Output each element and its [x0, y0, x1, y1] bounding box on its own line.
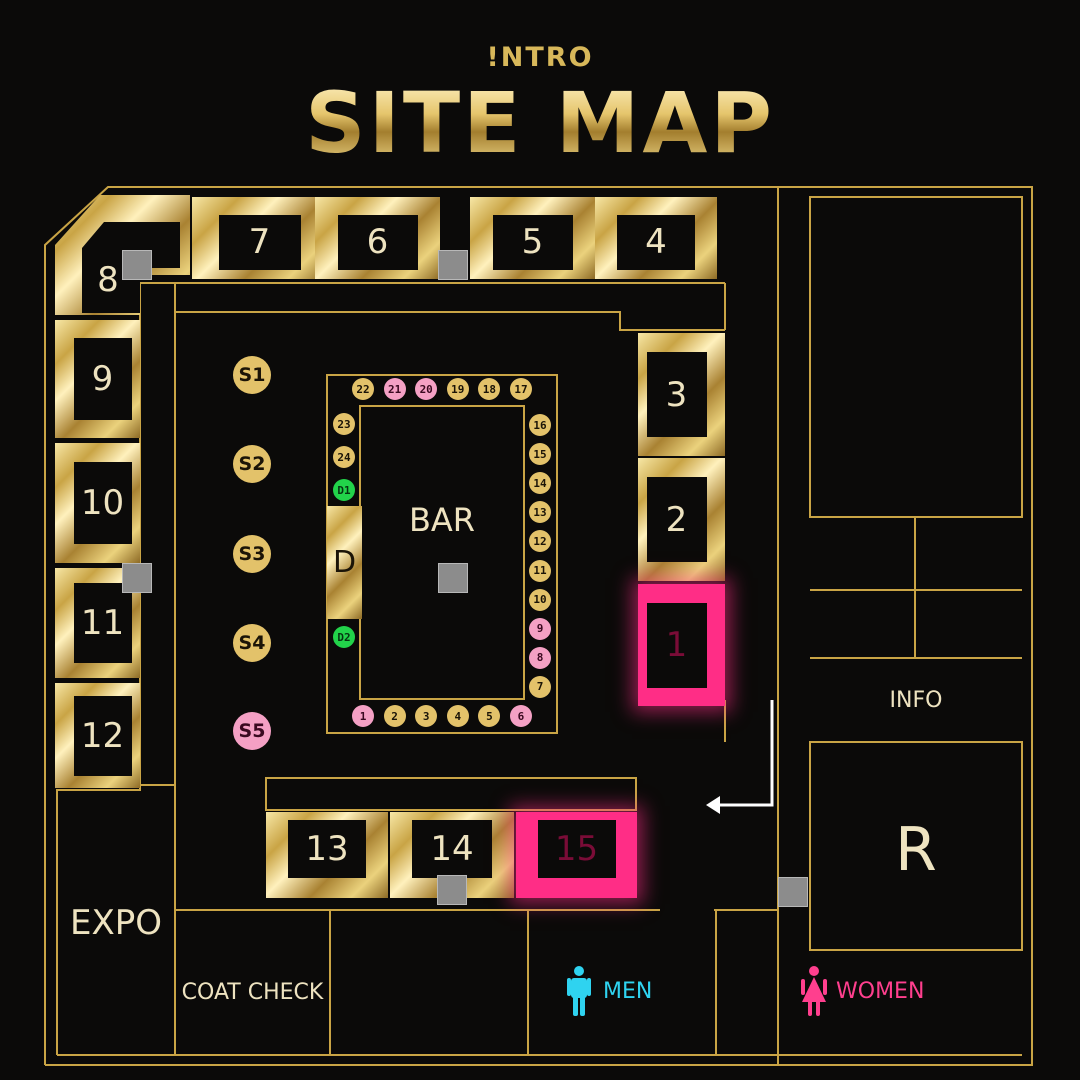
- room-12-label: 12: [73, 695, 132, 776]
- bar-seat-4[interactable]: 4: [446, 705, 469, 727]
- bar-seat-d1[interactable]: D1: [333, 479, 355, 501]
- bar-seat-16[interactable]: 16: [529, 414, 551, 436]
- bar-seat-21[interactable]: 21: [383, 378, 406, 400]
- page-title: SITE MAP: [0, 78, 1080, 168]
- bar-seats-top: 22 21 20 19 18 17: [352, 378, 532, 404]
- pillar: [122, 563, 152, 593]
- bar-seat-8[interactable]: 8: [529, 646, 551, 669]
- bar-seats-right: 16 15 14 13 12 11 10 9 8 7: [529, 414, 553, 698]
- pillar: [778, 877, 808, 907]
- bar-seat-13[interactable]: 13: [529, 501, 551, 524]
- room-3-label: 3: [646, 352, 707, 437]
- room-15-label: 15: [537, 820, 616, 878]
- stool-s5[interactable]: S5: [233, 712, 271, 750]
- brand-logo: !NTRO: [486, 42, 594, 73]
- expo-label[interactable]: EXPO: [69, 902, 163, 943]
- bar-seat-18[interactable]: 18: [478, 378, 501, 400]
- bar-seat-5[interactable]: 5: [478, 705, 501, 727]
- room-14-label: 14: [412, 820, 492, 878]
- room-9[interactable]: 9: [55, 320, 140, 438]
- room-6[interactable]: 6: [315, 197, 440, 279]
- room-3[interactable]: 3: [638, 333, 725, 456]
- room-6-label: 6: [337, 214, 418, 270]
- bar-seat-17[interactable]: 17: [509, 378, 532, 400]
- stool-s1[interactable]: S1: [233, 356, 271, 394]
- room-2-label: 2: [646, 477, 707, 562]
- men-label: MEN: [603, 978, 653, 1004]
- bar-seat-d2[interactable]: D2: [333, 626, 355, 648]
- room-12[interactable]: 12: [55, 683, 140, 788]
- room-4[interactable]: 4: [595, 197, 717, 279]
- room-7-label: 7: [218, 214, 301, 270]
- bar-seat-19[interactable]: 19: [446, 378, 469, 400]
- pillar: [438, 563, 468, 593]
- stool-s4[interactable]: S4: [233, 624, 271, 662]
- room-8-label[interactable]: 8: [97, 260, 119, 300]
- women-label: WOMEN: [836, 978, 925, 1004]
- stool-s3[interactable]: S3: [233, 535, 271, 573]
- bar-seat-7[interactable]: 7: [529, 675, 551, 698]
- info-desk-label[interactable]: INFO: [889, 687, 943, 713]
- bar-seat-10[interactable]: 10: [529, 588, 551, 611]
- bar-seat-14[interactable]: 14: [529, 472, 551, 495]
- bar-seat-2[interactable]: 2: [383, 705, 406, 727]
- bar-seat-3[interactable]: 3: [415, 705, 438, 727]
- room-r-label[interactable]: R: [895, 815, 937, 885]
- bar-seat-20[interactable]: 20: [415, 378, 438, 400]
- pillar: [438, 250, 468, 280]
- room-13-label: 13: [288, 820, 366, 878]
- room-5-label: 5: [492, 214, 573, 270]
- bar-seat-11[interactable]: 11: [529, 559, 551, 582]
- pillar: [437, 875, 467, 905]
- entrance-arrow-icon: [706, 700, 774, 814]
- bar-seat-15[interactable]: 15: [529, 443, 551, 466]
- bar-seat-23[interactable]: 23: [333, 413, 355, 435]
- bar-seat-6[interactable]: 6: [509, 705, 532, 727]
- bar-seat-9[interactable]: 9: [529, 617, 551, 640]
- woman-icon: [801, 966, 827, 1016]
- dj-booth[interactable]: D: [327, 506, 362, 619]
- room-7[interactable]: 7: [192, 197, 327, 279]
- room-9-label: 9: [73, 338, 132, 420]
- bar-seat-12[interactable]: 12: [529, 530, 551, 553]
- room-10[interactable]: 10: [55, 443, 140, 563]
- room-13[interactable]: 13: [266, 812, 388, 898]
- room-1[interactable]: 1: [638, 584, 725, 706]
- bar-seat-24[interactable]: 24: [333, 446, 355, 468]
- room-2[interactable]: 2: [638, 458, 725, 581]
- room-10-label: 10: [73, 462, 132, 544]
- restroom-men[interactable]: MEN: [565, 965, 705, 1017]
- room-11-label: 11: [73, 583, 132, 663]
- stool-s2[interactable]: S2: [233, 445, 271, 483]
- room-5[interactable]: 5: [470, 197, 595, 279]
- room-15[interactable]: 15: [516, 812, 637, 898]
- pillar: [122, 250, 152, 280]
- bar-seat-1[interactable]: 1: [352, 705, 374, 727]
- room-1-label: 1: [646, 602, 707, 688]
- coat-check-label[interactable]: COAT CHECK: [181, 979, 324, 1005]
- restroom-women[interactable]: WOMEN: [800, 965, 960, 1017]
- bar-label: BAR: [408, 501, 476, 539]
- bar-seat-22[interactable]: 22: [352, 378, 374, 400]
- room-4-label: 4: [617, 214, 695, 270]
- man-icon: [567, 966, 591, 1016]
